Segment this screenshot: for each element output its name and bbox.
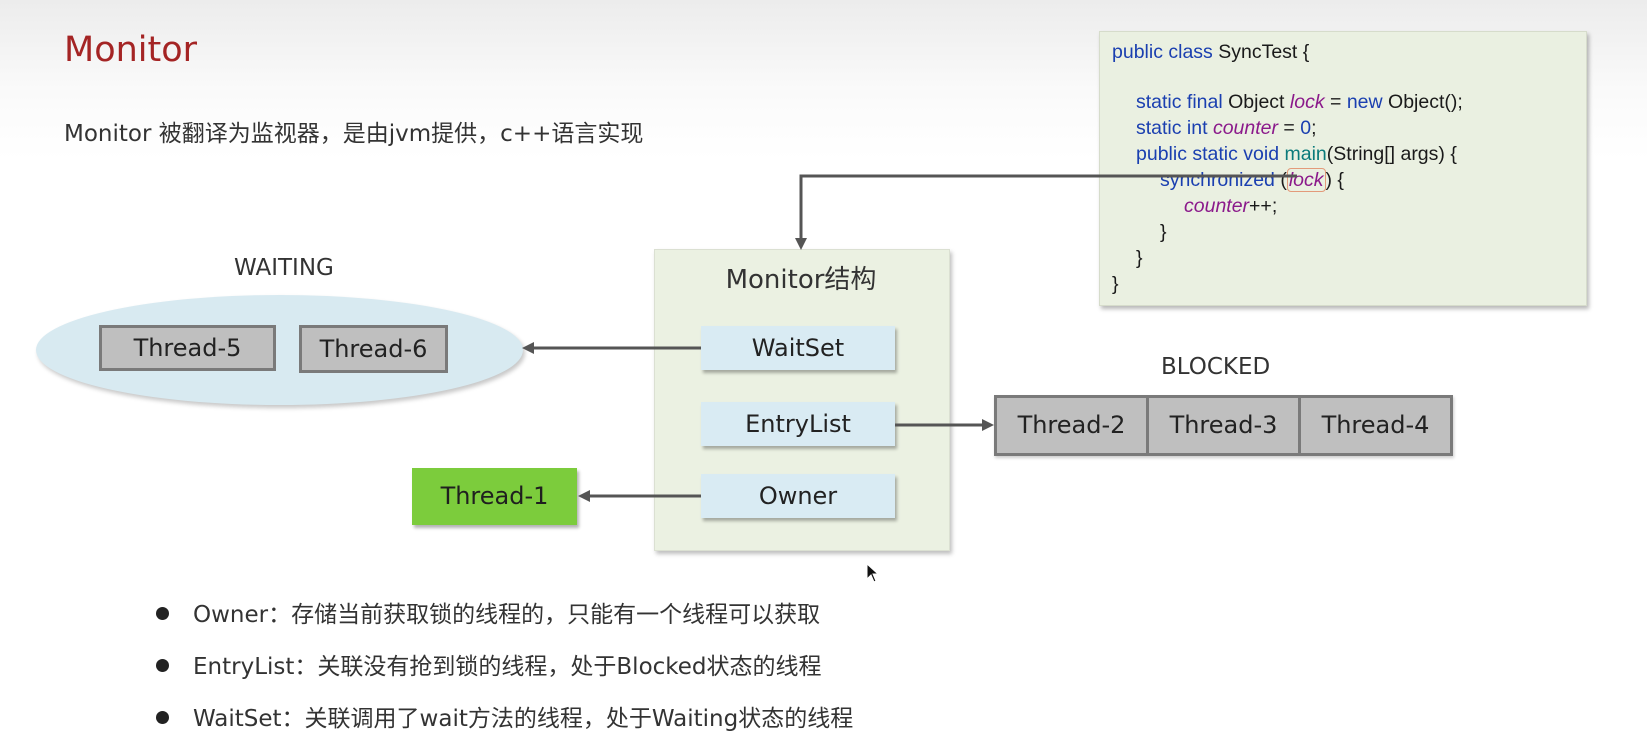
blocked-queue: Thread-2 Thread-3 Thread-4 (994, 395, 1453, 456)
code-token: counter (1184, 195, 1250, 217)
thread-box: Thread-4 (1321, 411, 1430, 439)
code-token: static int (1136, 117, 1208, 139)
code-line-4: public static void main(String[] args) { (1136, 141, 1457, 167)
entrylist-slot: EntryList (701, 402, 895, 446)
code-token-highlighted: lock (1286, 168, 1326, 192)
arrowhead-icon (578, 490, 590, 502)
owner-thread-box: Thread-1 (412, 468, 577, 525)
bullet-icon (156, 711, 169, 724)
code-line-9: } (1112, 273, 1119, 295)
mouse-cursor-icon (866, 563, 880, 583)
code-line-7: } (1160, 221, 1167, 243)
bullet-icon (156, 659, 169, 672)
code-token: Object(); (1382, 91, 1463, 113)
code-token: SyncTest { (1212, 41, 1310, 63)
code-token: ( (1274, 169, 1287, 191)
arrowhead-icon (522, 342, 534, 354)
bullet-text: EntryList：关联没有抢到锁的线程，处于Blocked状态的线程 (193, 654, 822, 680)
code-token: = (1324, 91, 1347, 113)
code-token: ++; (1249, 195, 1278, 217)
code-token: counter (1212, 117, 1278, 139)
blocked-label: BLOCKED (1161, 354, 1271, 380)
arrowhead-icon (795, 238, 807, 250)
thread-box: Thread-5 (99, 325, 276, 371)
slide-subtitle: Monitor 被翻译为监视器，是由jvm提供，c++语言实现 (64, 121, 644, 147)
code-panel: public class SyncTest { static final Obj… (1099, 31, 1587, 306)
code-line-6: counter++; (1184, 193, 1277, 219)
code-token: 0 (1300, 117, 1312, 139)
bullet-item: EntryList：关联没有抢到锁的线程，处于Blocked状态的线程 (156, 651, 822, 683)
code-token: main (1284, 143, 1327, 165)
code-token: public class (1112, 41, 1213, 63)
code-token: ) { (1325, 169, 1344, 191)
bullet-item: Owner：存储当前获取锁的线程的，只能有一个线程可以获取 (156, 599, 820, 631)
code-token: public static void (1136, 143, 1280, 165)
bullet-text: Owner：存储当前获取锁的线程的，只能有一个线程可以获取 (193, 602, 821, 628)
lock-to-monitor-arrow (799, 174, 1297, 240)
code-token: ; (1311, 117, 1317, 139)
code-token: static final (1136, 91, 1223, 113)
code-line-3: static int counter = 0; (1136, 115, 1317, 141)
slide-title: Monitor (64, 30, 198, 70)
code-token: Object (1222, 91, 1290, 113)
owner-slot: Owner (701, 474, 895, 518)
code-line-2: static final Object lock = new Object(); (1136, 89, 1463, 115)
thread-box: Thread-3 (1149, 398, 1301, 453)
bullet-icon (156, 607, 169, 620)
thread-box: Thread-6 (299, 325, 448, 373)
waiting-label: WAITING (234, 255, 334, 281)
code-token: lock (1289, 91, 1325, 113)
waitset-slot: WaitSet (701, 326, 895, 370)
code-token: = (1278, 117, 1301, 139)
code-line-1: public class SyncTest { (1112, 39, 1309, 65)
arrowhead-icon (982, 419, 994, 431)
code-token: (String[] args) { (1326, 143, 1457, 165)
bullet-text: WaitSet：关联调用了wait方法的线程，处于Waiting状态的线程 (193, 706, 854, 732)
bullet-item: WaitSet：关联调用了wait方法的线程，处于Waiting状态的线程 (156, 703, 853, 735)
code-token: new (1346, 91, 1383, 113)
monitor-title: Monitor结构 (725, 265, 877, 295)
code-line-8: } (1136, 247, 1143, 269)
thread-box: Thread-2 (997, 398, 1149, 453)
